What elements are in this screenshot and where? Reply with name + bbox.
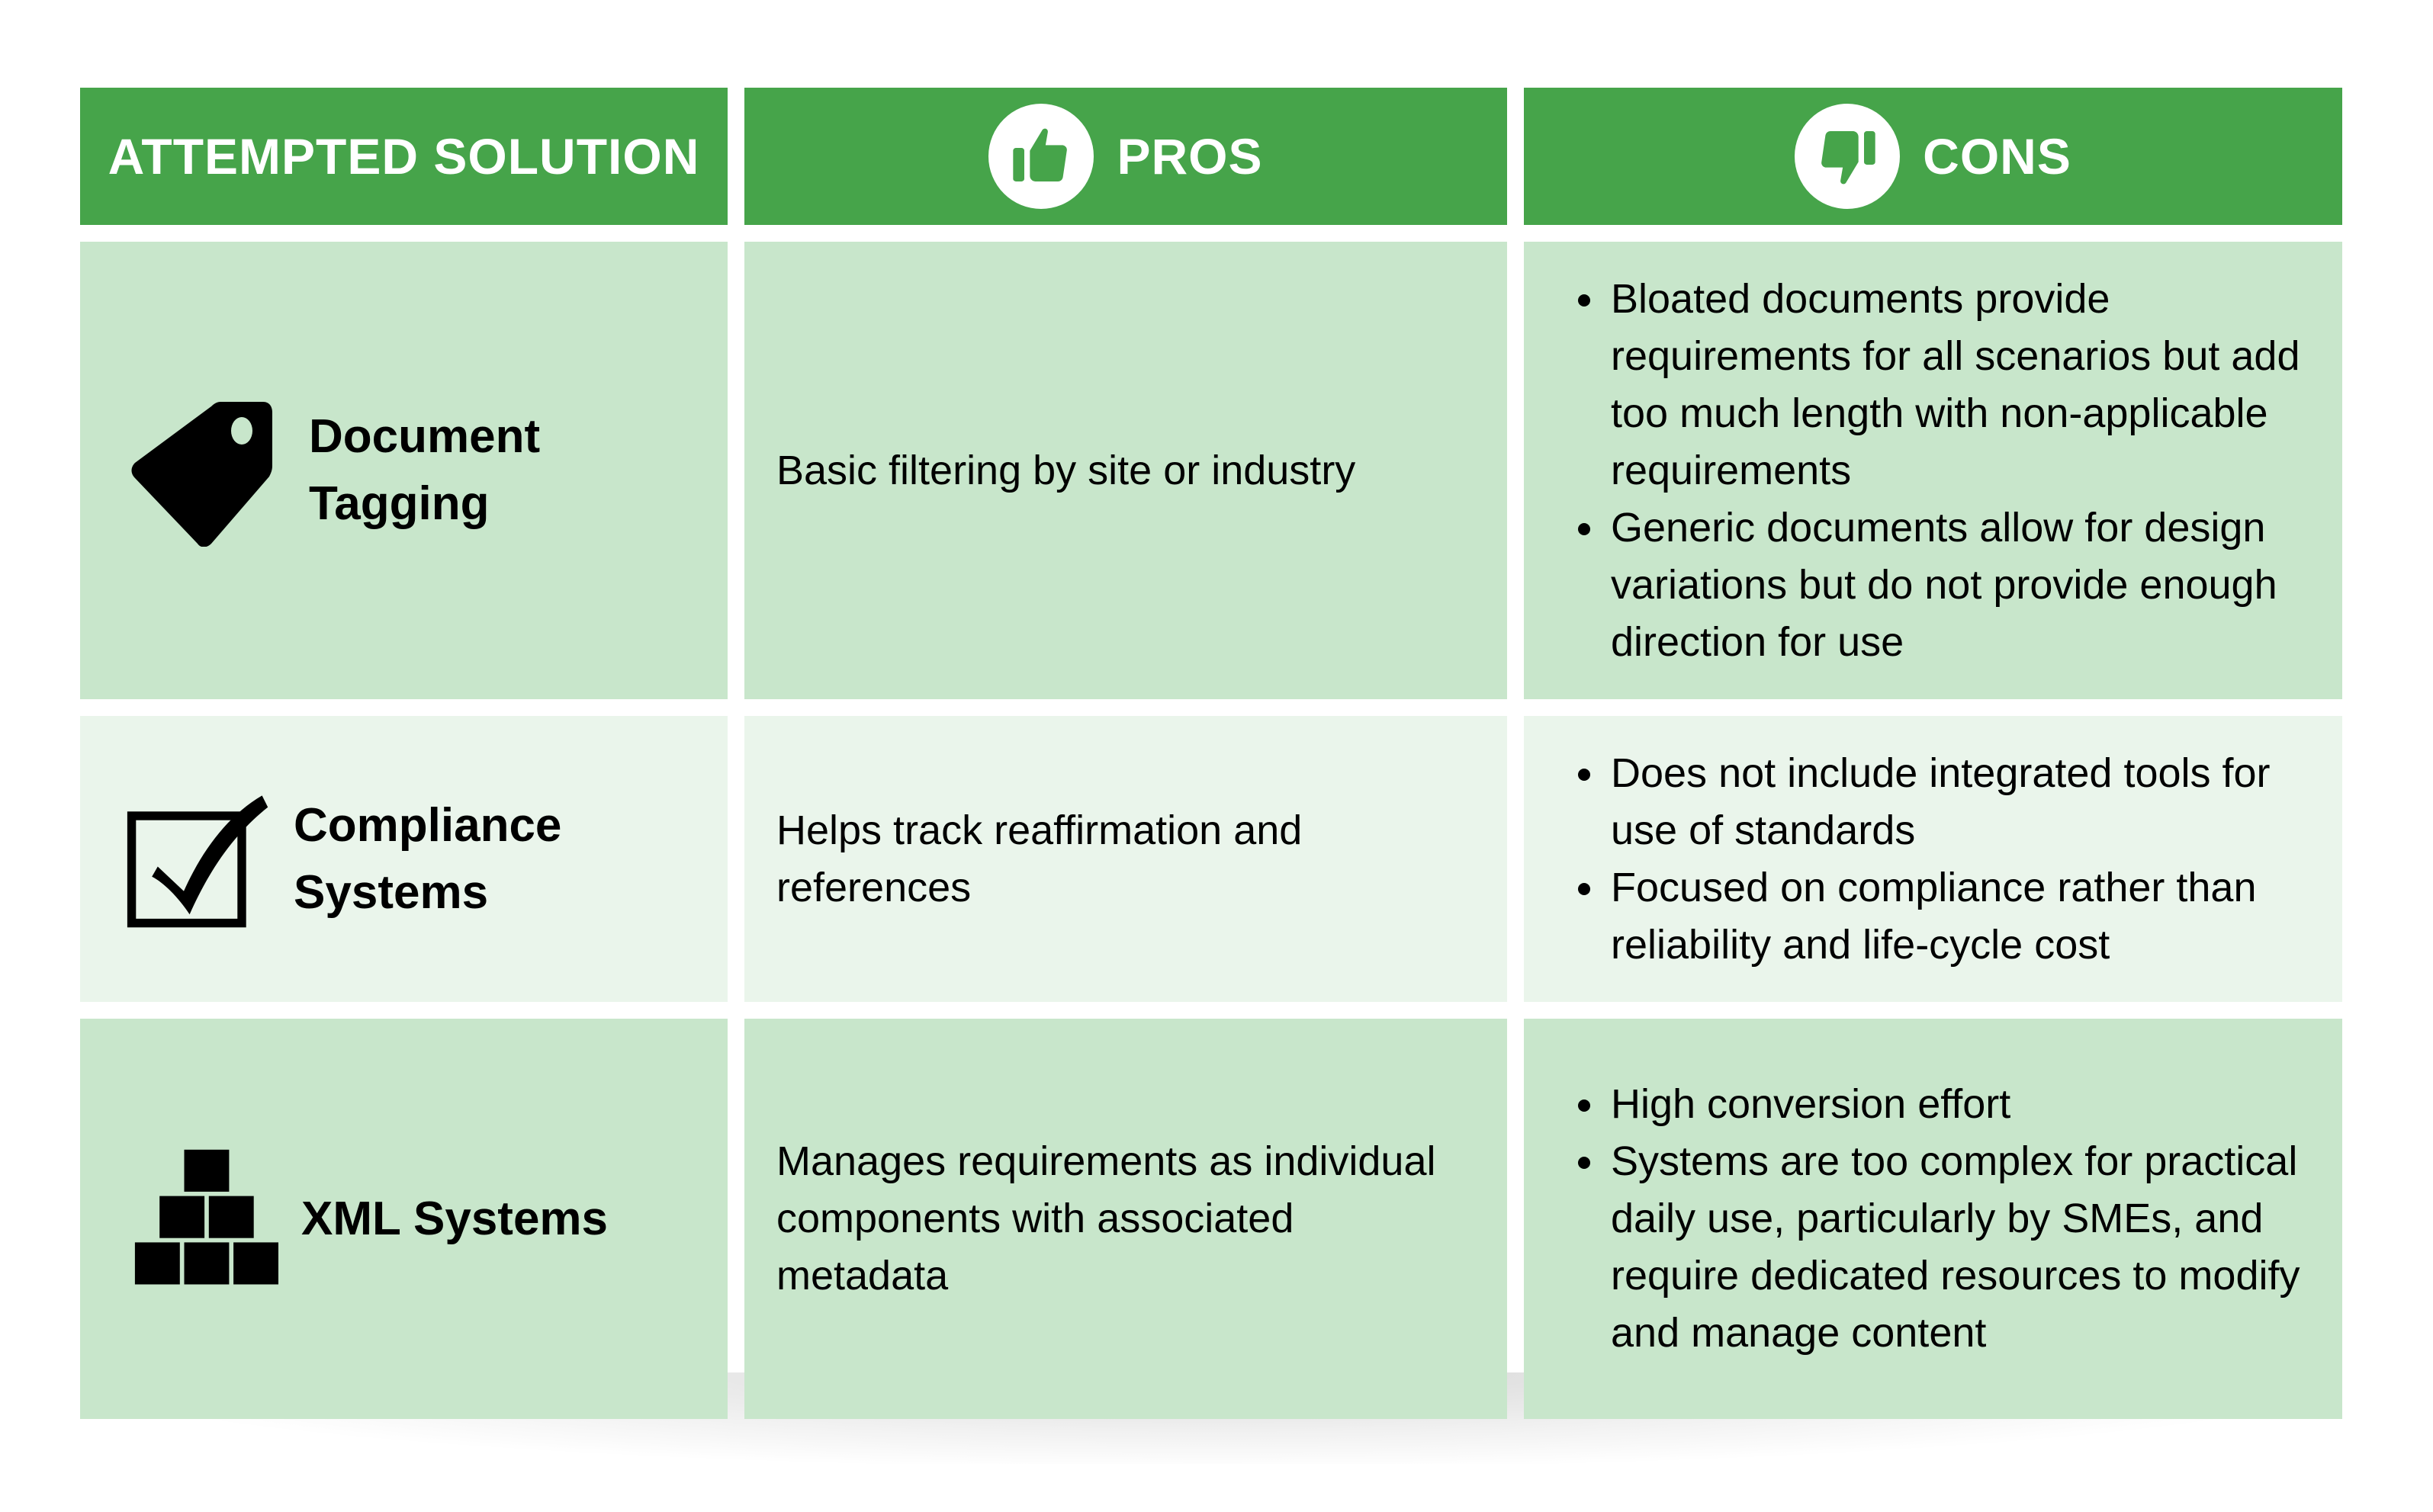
solution-label: XML Systems bbox=[301, 1192, 609, 1245]
cons-item: High conversion effort bbox=[1608, 1076, 2319, 1133]
thumbs-down-icon bbox=[1795, 104, 1901, 209]
solution-label: Compliance Systems bbox=[294, 798, 562, 919]
tag-icon bbox=[126, 394, 278, 547]
checkbox-checked-icon bbox=[126, 787, 271, 932]
stacked-blocks-icon bbox=[133, 1147, 278, 1292]
header-pros-label: PROS bbox=[1117, 128, 1263, 185]
table-row-pros: Manages requirements as individual compo… bbox=[744, 1019, 1507, 1419]
cons-item: Systems are too complex for practical da… bbox=[1608, 1133, 2319, 1362]
header-solution-label: ATTEMPTED SOLUTION bbox=[108, 128, 700, 185]
solution-label: Document Tagging bbox=[309, 410, 541, 530]
cons-item: Does not include integrated tools for us… bbox=[1608, 745, 2319, 859]
thumbs-up-icon bbox=[988, 104, 1094, 209]
pros-text: Basic filtering by site or industry bbox=[776, 447, 1356, 493]
table-row-solution: Document Tagging bbox=[80, 242, 728, 699]
table-row-cons: Does not include integrated tools for us… bbox=[1524, 716, 2342, 1002]
pros-text: Manages requirements as individual compo… bbox=[776, 1138, 1436, 1299]
table-row-pros: Basic filtering by site or industry bbox=[744, 242, 1507, 699]
cons-list: High conversion effort Systems are too c… bbox=[1554, 1076, 2319, 1362]
cons-list: Bloated documents provide requirements f… bbox=[1554, 271, 2319, 671]
cons-list: Does not include integrated tools for us… bbox=[1554, 745, 2319, 974]
table-row-solution: Compliance Systems bbox=[80, 716, 728, 1002]
table-row-pros: Helps track reaffirmation and references bbox=[744, 716, 1507, 1002]
header-pros: PROS bbox=[744, 88, 1507, 225]
cons-item: Bloated documents provide requirements f… bbox=[1608, 271, 2319, 499]
header-attempted-solution: ATTEMPTED SOLUTION bbox=[80, 88, 728, 225]
cons-item: Focused on compliance rather than reliab… bbox=[1608, 859, 2319, 974]
table-row-cons: Bloated documents provide requirements f… bbox=[1524, 242, 2342, 699]
pros-text: Helps track reaffirmation and references bbox=[776, 807, 1303, 910]
table-row-cons: High conversion effort Systems are too c… bbox=[1524, 1019, 2342, 1419]
table-row-solution: XML Systems bbox=[80, 1019, 728, 1419]
header-cons: CONS bbox=[1524, 88, 2342, 225]
cons-item: Generic documents allow for design varia… bbox=[1608, 499, 2319, 671]
header-cons-label: CONS bbox=[1923, 128, 2071, 185]
